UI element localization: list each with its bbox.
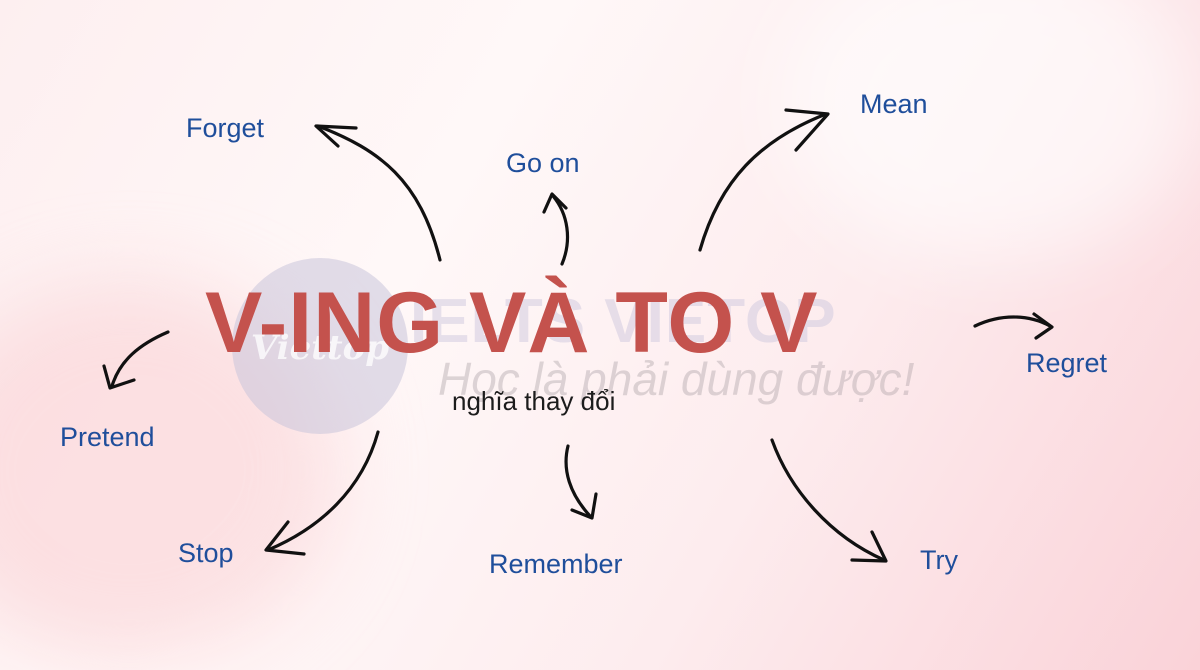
watermark-tagline: Học là phải dùng được! [438,353,915,405]
arrow-regret [973,312,1054,340]
diagram-subtitle: nghĩa thay đổi [452,386,616,416]
verb-remember: Remember [489,549,623,579]
watermark-brand: IELTS VIETOP [410,287,837,356]
verb-regret: Regret [1026,348,1108,378]
background-glow [780,0,1200,260]
verb-go-on: Go on [506,148,580,178]
arrow-forget [314,124,442,262]
arrow-try [770,438,888,563]
verb-forget: Forget [186,113,265,143]
verb-try: Try [920,545,958,575]
arrow-mean [698,108,830,252]
watermark-logo: Viettop [232,258,408,434]
verb-pretend: Pretend [60,422,155,452]
verb-stop: Stop [178,538,234,568]
arrow-remember [564,444,598,520]
verb-mean: Mean [860,89,928,119]
arrow-go-on [542,192,570,266]
arrow-pretend [102,330,170,390]
arrow-stop [264,430,380,556]
watermark-logo-text: Viettop [250,328,390,368]
diagram-title: V-ING VÀ TO V [205,275,819,371]
